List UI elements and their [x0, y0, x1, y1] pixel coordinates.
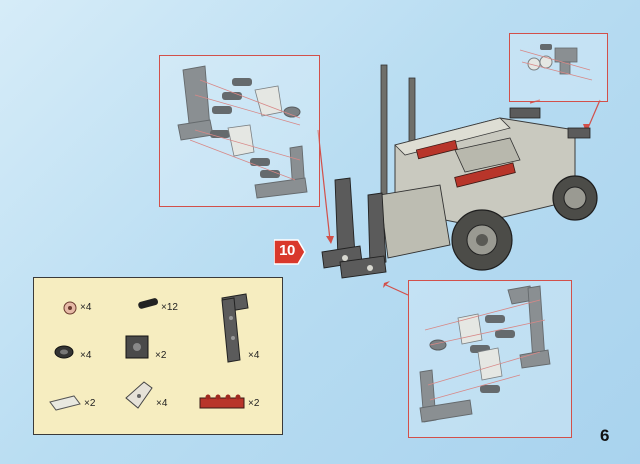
callout-box-top-right	[509, 33, 608, 102]
qty-l-beam: ×4	[248, 350, 260, 361]
callout-top-right-parts	[519, 44, 593, 81]
step-arrow-icon	[274, 239, 306, 265]
forklift-model	[321, 64, 598, 279]
leader-line-top-right	[587, 99, 601, 129]
step-number: 10	[279, 242, 295, 259]
leader-line-left	[317, 129, 331, 241]
callout-left-parts	[177, 65, 308, 199]
page-number: 6	[600, 426, 610, 445]
leader-arrow-left	[326, 236, 334, 244]
axle-pin-icon	[138, 298, 159, 309]
callout-bottom-right-parts	[419, 285, 551, 423]
qty-pin-connector: ×4	[80, 302, 92, 313]
angle-connector-icon	[125, 381, 153, 409]
qty-angle-connector: ×4	[156, 398, 168, 409]
qty-red-plate: ×2	[248, 398, 260, 409]
pin-connector-icon	[63, 301, 77, 315]
tile-plate-icon	[49, 395, 81, 411]
step-number-badge: 10	[274, 238, 306, 266]
parts-list-box: ×4 ×12 ×4 ×4 ×2 ×2 ×4 ×2	[33, 277, 283, 435]
qty-tile-plate: ×2	[84, 398, 96, 409]
callout-box-left	[159, 55, 320, 207]
axle-joiner-icon	[125, 335, 149, 359]
leader-line-bottom-right	[385, 284, 409, 296]
red-plate-icon	[199, 394, 245, 409]
qty-axle-joiner: ×2	[155, 350, 167, 361]
qty-axle-pin: ×12	[161, 302, 178, 313]
parts-icons	[49, 293, 249, 411]
callout-box-bottom-right	[408, 280, 572, 438]
qty-round-bushing: ×4	[80, 350, 92, 361]
round-bushing-icon	[54, 345, 74, 359]
l-beam-icon	[221, 293, 249, 363]
